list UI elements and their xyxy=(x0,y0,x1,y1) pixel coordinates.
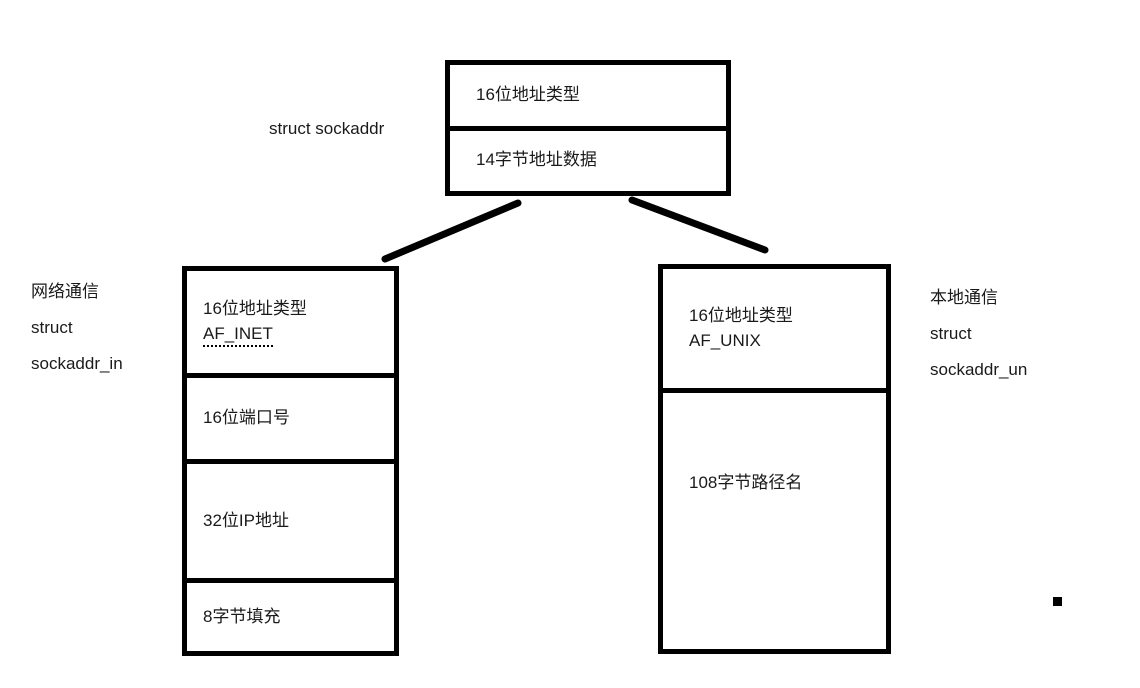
sockaddr-un-row-address-family-label: 16位地址类型 xyxy=(689,306,793,326)
struct-sockaddr-box: 16位地址类型 14字节地址数据 xyxy=(445,60,731,196)
sockaddr-in-side-caption: 网络通信 struct sockaddr_in xyxy=(31,274,123,382)
sockaddr-in-row-address-family: 16位地址类型 AF_INET xyxy=(187,271,394,373)
sockaddr-in-row-address-family-label: 16位地址类型 xyxy=(203,299,307,319)
sockaddr-in-caption-line-3: sockaddr_in xyxy=(31,354,123,373)
sockaddr-un-caption-line-3: sockaddr_un xyxy=(930,360,1028,379)
struct-sockaddr-caption: struct sockaddr xyxy=(269,119,385,138)
stray-square-marker xyxy=(1053,597,1062,606)
struct-sockaddr-un-box: 16位地址类型 AF_UNIX 108字节路径名 xyxy=(658,264,891,654)
sockaddr-in-address-family-value: AF_INET xyxy=(203,324,273,347)
sockaddr-row-address-family-label: 16位地址类型 xyxy=(476,84,580,104)
sockaddr-un-caption-line-2: struct xyxy=(930,324,972,343)
sockaddr-in-caption-line-2: struct xyxy=(31,318,73,337)
sockaddr-un-side-caption: 本地通信 struct sockaddr_un xyxy=(930,280,1027,388)
sockaddr-un-address-family-value: AF_UNIX xyxy=(689,330,761,350)
sockaddr-row-address-data: 14字节地址数据 xyxy=(450,125,726,191)
sockaddr-in-row-ip-label: 32位IP地址 xyxy=(203,510,289,530)
struct-sockaddr-in-box: 16位地址类型 AF_INET 16位端口号 32位IP地址 8字节填充 xyxy=(182,266,399,656)
sockaddr-in-row-padding-label: 8字节填充 xyxy=(203,606,281,626)
connector-line-left xyxy=(381,199,522,263)
sockaddr-row-address-data-label: 14字节地址数据 xyxy=(476,150,597,170)
sockaddr-in-row-padding: 8字节填充 xyxy=(187,578,394,651)
sockaddr-un-row-path: 108字节路径名 xyxy=(663,388,886,649)
sockaddr-in-caption-line-1: 网络通信 xyxy=(31,282,99,301)
connector-line-right xyxy=(628,196,769,254)
sockaddr-in-row-port-label: 16位端口号 xyxy=(203,408,290,428)
sockaddr-row-address-family: 16位地址类型 xyxy=(450,65,726,126)
sockaddr-un-row-address-family: 16位地址类型 AF_UNIX xyxy=(663,269,886,389)
sockaddr-in-row-ip: 32位IP地址 xyxy=(187,459,394,578)
sockaddr-un-caption-line-1: 本地通信 xyxy=(930,288,998,307)
sockaddr-un-row-path-label: 108字节路径名 xyxy=(689,472,803,492)
sockaddr-in-row-port: 16位端口号 xyxy=(187,373,394,459)
